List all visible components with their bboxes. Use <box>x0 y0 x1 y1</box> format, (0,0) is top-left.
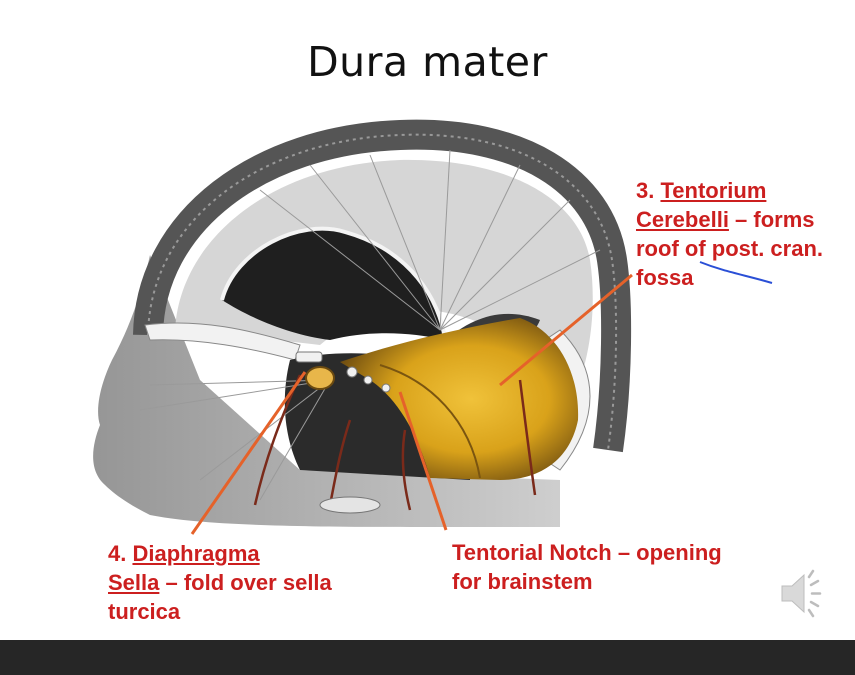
head-silhouette <box>93 255 561 527</box>
desc-diaphragma: – fold over sella turcica <box>108 570 332 624</box>
slide-title: Dura mater <box>307 38 548 86</box>
tentorium-cerebelli <box>340 318 579 480</box>
slide: Dura mater <box>93 38 838 624</box>
speaker-icon[interactable] <box>778 566 838 621</box>
desc-tentorium: – forms roof of post. cran. fossa <box>636 207 823 290</box>
term-tentorium: Tentorium <box>660 178 767 203</box>
skull-hatching <box>147 133 618 451</box>
arrow-notch <box>398 391 448 531</box>
term-diaphragma: Diaphragma <box>132 541 260 566</box>
label-tentorium-cerebelli: 3. Tentorium Cerebelli – forms roof of p… <box>636 178 823 290</box>
arrow-diaphragma <box>190 371 307 535</box>
pen-annotation <box>699 261 773 284</box>
term-sella: Sella <box>108 570 160 595</box>
falx-opening <box>222 228 445 340</box>
presentation-control-bar <box>0 640 855 675</box>
term-cerebelli: Cerebelli <box>636 207 729 232</box>
arrow-tentorium <box>499 273 633 387</box>
sella-turcica <box>305 366 335 390</box>
dura-mater-illustration <box>93 119 773 535</box>
label-diaphragma-sella: 4. Diaphragma Sella – fold over sella tu… <box>108 541 332 624</box>
label-tentorial-notch: Tentorial Notch – opening for brainstem <box>452 540 722 594</box>
